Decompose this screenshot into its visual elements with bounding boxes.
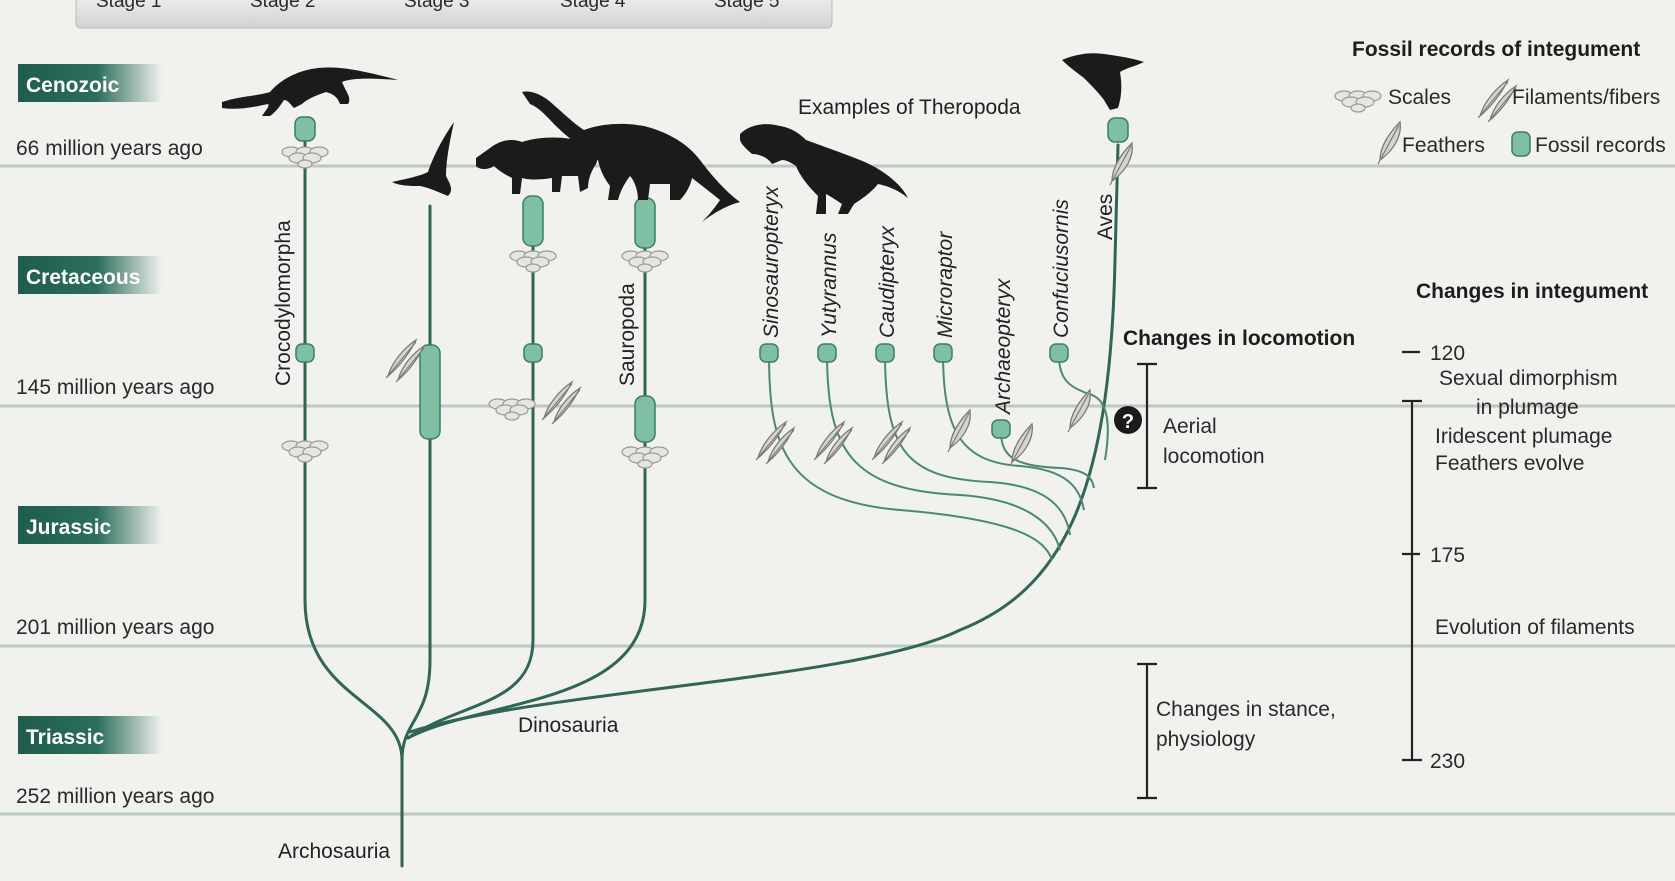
bird-silhouette-icon (1062, 53, 1144, 110)
pterosaur-silhouette-icon (392, 122, 454, 196)
note-sexual-dimorphism-line1: Sexual dimorphism (1439, 367, 1618, 390)
scales-icon (282, 441, 328, 462)
feather-markers (948, 143, 1132, 466)
filaments-icon (872, 422, 910, 464)
theropod-label-archaeopteryx: Archaeopteryx (992, 277, 1015, 416)
theropod-label-microraptor: Microraptor (934, 231, 957, 338)
tab-stage-4[interactable]: Stage 4 (560, 0, 626, 12)
theropod-label-caudipteryx: Caudipteryx (876, 224, 899, 338)
time-label-252: 252 million years ago (16, 785, 214, 808)
clade-label-crocodylomorpha: Crocodylomorpha (272, 220, 295, 386)
note-iridescent: Iridescent plumage (1435, 425, 1612, 448)
filaments-icon (386, 340, 424, 382)
legend-filaments-label: Filaments/fibers (1512, 86, 1660, 109)
fossil-record-marker (635, 198, 655, 248)
crocodile-silhouette-icon (222, 68, 398, 117)
legend-fossil-records-label: Fossil records (1535, 134, 1666, 157)
scales-icon (489, 399, 535, 420)
clade-label-archosauria: Archosauria (278, 840, 390, 863)
scales-icon (510, 251, 556, 272)
scales-icon (622, 251, 668, 272)
fossil-record-marker (295, 117, 315, 141)
fossil-record-marker (420, 345, 440, 439)
integument-title: Changes in integument (1416, 280, 1648, 303)
fossil-record-marker (524, 344, 542, 362)
fossil-record-marker (992, 420, 1010, 438)
era-label: Triassic (26, 726, 105, 749)
time-label-66: 66 million years ago (16, 137, 203, 160)
tab-stage-2[interactable]: Stage 2 (250, 0, 316, 12)
legend-filaments-icon (1478, 80, 1516, 122)
integument-panel: Changes in integument 120 175 230 Sexual… (1402, 280, 1648, 773)
legend-title: Fossil records of integument (1352, 38, 1640, 61)
filaments-icon (542, 382, 580, 424)
clade-label-dinosauria: Dinosauria (518, 714, 619, 737)
fossil-record-marker (1050, 344, 1068, 362)
tick-label-175: 175 (1430, 544, 1465, 567)
fossil-record-marker (296, 344, 314, 362)
tick-label-120: 120 (1430, 342, 1465, 365)
note-feathers-evolve: Feathers evolve (1435, 452, 1584, 475)
era-label: Jurassic (26, 516, 112, 539)
clade-label-aves: Aves (1094, 194, 1117, 240)
feather-icon (1110, 143, 1132, 185)
theropod-label-yutyrannus: Yutyrannus (818, 232, 841, 338)
fossil-record-marker (1108, 118, 1128, 142)
filaments-icon (814, 422, 852, 464)
era-label: Cretaceous (26, 266, 140, 289)
clade-label-sauropoda: Sauropoda (616, 283, 639, 386)
aerial-label-line1: Aerial (1163, 415, 1217, 438)
fossil-record-marker (876, 344, 894, 362)
note-filaments: Evolution of filaments (1435, 616, 1635, 639)
locomotion-panel: Changes in locomotion ? Aerial locomotio… (1114, 327, 1355, 798)
locomotion-title: Changes in locomotion (1123, 327, 1355, 350)
legend-scales-icon (1335, 91, 1381, 112)
stance-label-line1: Changes in stance, (1156, 698, 1336, 721)
tick-label-230: 230 (1430, 750, 1465, 773)
theropod-label-sinosauropteryx: Sinosauropteryx (760, 185, 783, 338)
era-label: Cenozoic (26, 74, 120, 97)
legend: Fossil records of integument Scales Fila… (1335, 38, 1666, 164)
fossil-record-marker (760, 344, 778, 362)
ceratopsian-silhouette-icon (476, 138, 598, 195)
time-label-145: 145 million years ago (16, 376, 214, 399)
animal-silhouettes (222, 53, 1144, 222)
fossil-record-marker (818, 344, 836, 362)
stance-range-bracket (1137, 664, 1157, 798)
fossil-record-marker (523, 196, 543, 246)
legend-feather-icon (1378, 122, 1400, 164)
legend-fossil-record-icon (1512, 132, 1530, 156)
feather-icon (1068, 390, 1090, 432)
tab-stage-5[interactable]: Stage 5 (714, 0, 780, 12)
fossil-record-marker (934, 344, 952, 362)
stage-tab-strip: Stage 1 Stage 2 Stage 3 Stage 4 Stage 5 (76, 0, 832, 28)
note-sexual-dimorphism-line2: in plumage (1476, 396, 1579, 419)
theropoda-examples-label: Examples of Theropoda (798, 96, 1021, 119)
fossil-record-marker (635, 396, 655, 442)
theropod-label-confuciusornis: Confuciusornis (1050, 199, 1073, 338)
stance-label-line2: physiology (1156, 728, 1256, 751)
integument-range-bar (1402, 401, 1422, 760)
era-band-cretaceous: Cretaceous (18, 256, 162, 294)
question-mark: ? (1122, 411, 1134, 433)
feather-icon (1010, 424, 1032, 466)
time-label-201: 201 million years ago (16, 616, 214, 639)
tab-stage-3[interactable]: Stage 3 (404, 0, 470, 12)
scales-icon (622, 447, 668, 468)
era-band-cenozoic: Cenozoic (18, 64, 162, 102)
legend-feathers-label: Feathers (1402, 134, 1485, 157)
tree-branches (305, 130, 1118, 866)
legend-scales-label: Scales (1388, 86, 1451, 109)
era-band-triassic: Triassic (18, 716, 162, 754)
era-band-jurassic: Jurassic (18, 506, 162, 544)
tab-stage-1[interactable]: Stage 1 (96, 0, 162, 12)
aerial-label-line2: locomotion (1163, 445, 1265, 468)
